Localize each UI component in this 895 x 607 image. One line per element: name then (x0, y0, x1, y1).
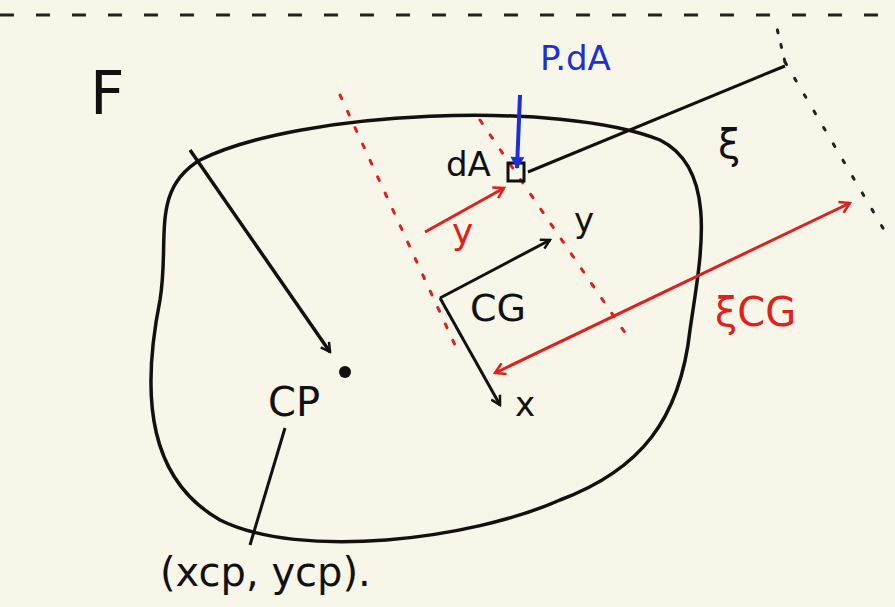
axis-label: y (574, 202, 594, 239)
force-arrow (190, 150, 330, 352)
pressure-centre-label: CP (268, 380, 320, 424)
pressure-centre-dot (339, 366, 351, 378)
depth-label: ξ (718, 122, 740, 166)
force-label: P.dA (540, 40, 611, 77)
depth-label: ξCG (715, 290, 796, 334)
distance-label: y (452, 212, 473, 252)
area-label: dA (446, 146, 491, 183)
reference-line (340, 95, 455, 345)
axis-label: x (515, 386, 535, 423)
pressure-arrow (517, 95, 520, 168)
leader-line (250, 428, 285, 545)
depth-line (528, 66, 785, 172)
projection-line (775, 20, 785, 62)
projection-line (785, 62, 890, 240)
centroid-label: CG (470, 288, 526, 330)
depth-cg-arrow (495, 203, 850, 373)
plate-outline (151, 115, 701, 541)
free-surface (0, 14, 895, 17)
coordinates-label: (xcp, ycp). (160, 550, 371, 594)
force-symbol: F (90, 60, 125, 126)
